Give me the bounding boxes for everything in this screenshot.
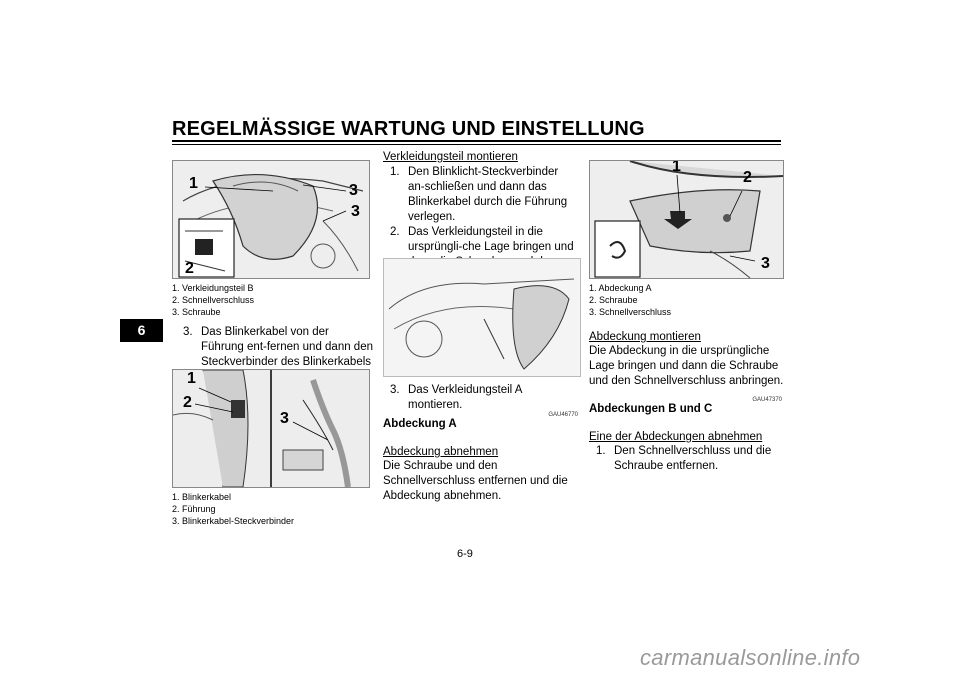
fig1-caption: 1. Verkleidungsteil B 2. Schnellverschlu… — [172, 282, 254, 318]
caption-line: 3. Schnellverschluss — [589, 307, 672, 317]
fig1-callout-3a: 3 — [349, 182, 358, 199]
title-rule-thin — [172, 144, 781, 145]
step-text: Den Blinklicht-Steckverbinder an-schließ… — [408, 166, 568, 223]
caption-line: 1. Blinkerkabel — [172, 492, 232, 502]
install-cover-text: Die Abdeckung in die ursprüngliche Lage … — [589, 345, 784, 387]
fig1-callout-2: 2 — [185, 260, 194, 277]
step-number: 1. — [390, 166, 400, 178]
heading-cover-a: Abdeckung A — [383, 418, 457, 430]
step-3-install-a: 3. Das Verkleidungsteil A montieren. — [390, 383, 578, 413]
step-number: 1. — [596, 445, 606, 457]
heading-covers-b-c: Abdeckungen B und C — [589, 403, 713, 415]
turn-signal-illustration — [173, 370, 369, 487]
fig2-callout-1: 1 — [187, 370, 196, 387]
fig3-caption: 1. Abdeckung A 2. Schraube 3. Schnellver… — [589, 282, 671, 318]
step-number: 3. — [390, 384, 400, 396]
fig1-callout-3b: 3 — [351, 203, 360, 220]
page-number: 6-9 — [457, 548, 473, 560]
watermark: carmanualsonline.info — [640, 645, 861, 670]
step-text: Das Verkleidungsteil A montieren. — [408, 384, 522, 411]
figure-fairing-b: 1 2 3 3 — [172, 160, 370, 279]
fig3-callout-1: 1 — [672, 160, 681, 175]
caption-line: 2. Schnellverschluss — [172, 295, 255, 305]
figure-fairing-a — [383, 258, 581, 377]
caption-line: 2. Führung — [172, 504, 216, 514]
step-text: Den Schnellverschluss und die Schraube e… — [614, 445, 772, 472]
caption-line: 1. Abdeckung A — [589, 283, 652, 293]
fig2-callout-3: 3 — [280, 410, 289, 427]
page-title: REGELMÄSSIGE WARTUNG UND EINSTELLUNG — [172, 118, 645, 140]
figure-turn-signal-lead: 1 2 3 — [172, 369, 370, 488]
caption-line: 2. Schraube — [589, 295, 638, 305]
remove-cover-text: Die Schraube und den Schnellverschluss e… — [383, 460, 568, 502]
caption-line: 3. Schraube — [172, 307, 221, 317]
title-rule — [172, 140, 781, 142]
fig2-caption: 1. Blinkerkabel 2. Führung 3. Blinkerkab… — [172, 491, 294, 527]
subsection-remove-one-cover: Eine der Abdeckungen abnehmen — [589, 431, 763, 443]
subsection-remove-cover: Abdeckung abnehmen — [383, 446, 499, 458]
fairing-a-illustration — [384, 259, 580, 376]
fairing-b-illustration — [173, 161, 369, 278]
fig1-callout-1: 1 — [189, 175, 198, 192]
fig3-callout-2: 2 — [743, 169, 752, 186]
caption-line: 1. Verkleidungsteil B — [172, 283, 254, 293]
subsection-install-cover: Abdeckung montieren — [589, 331, 701, 343]
remove-cover-steps: 1. Den Schnellverschluss und die Schraub… — [596, 444, 782, 474]
caption-line: 3. Blinkerkabel-Steckverbinder — [172, 516, 295, 526]
chapter-tab: 6 — [120, 319, 163, 342]
fig3-callout-3: 3 — [761, 255, 770, 272]
section-install-fairing: Verkleidungsteil montieren — [383, 151, 518, 163]
step-number: 2. — [390, 226, 400, 238]
ref-code: GAU46770 — [548, 412, 578, 418]
step-number: 3. — [183, 326, 193, 338]
ref-code: GAU47370 — [752, 397, 782, 403]
figure-cover-a: 1 2 3 — [589, 160, 784, 279]
cover-a-illustration — [590, 161, 783, 278]
fig2-callout-2: 2 — [183, 394, 192, 411]
